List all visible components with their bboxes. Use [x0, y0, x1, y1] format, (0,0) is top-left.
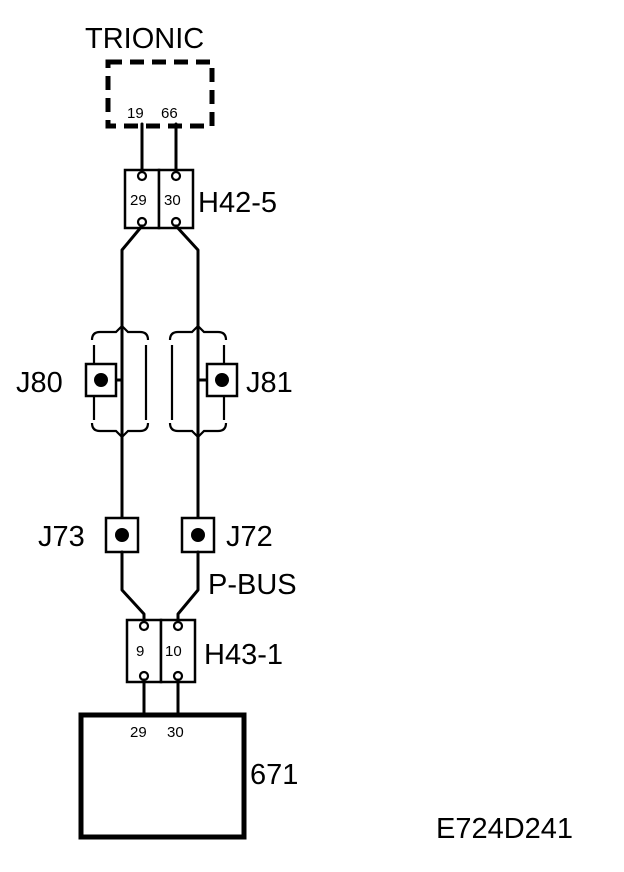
figure-code: E724D241: [436, 813, 573, 845]
trionic-pin-66: 66: [161, 105, 178, 122]
module-671-box: [78, 712, 247, 840]
module-pin-29: 29: [130, 724, 147, 741]
wire-j72-to-h43: [176, 550, 200, 626]
module-pin-30: 30: [167, 724, 184, 741]
h42-pin-30: 30: [164, 192, 181, 209]
h43-terminal: [172, 620, 184, 632]
wire-h42-30-right: [174, 224, 200, 337]
h43-terminal: [138, 620, 150, 632]
h42-pin-29: 29: [130, 192, 147, 209]
j80-node: [94, 373, 108, 387]
connector-h42-5: 29 30 H42-5: [123, 168, 277, 230]
j73-node: [115, 528, 129, 542]
j81-node: [215, 373, 229, 387]
wire-h42-29-left: [120, 224, 144, 337]
wire-j73-to-h43: [120, 550, 146, 626]
h43-label: H43-1: [204, 639, 283, 671]
trionic-ecu: TRIONIC 19 66: [85, 23, 215, 129]
j81-label: J81: [246, 367, 293, 399]
junction-j81: J81: [196, 362, 293, 399]
trionic-outline: [105, 59, 215, 129]
h43-pin-10: 10: [165, 643, 182, 660]
junction-j72: J72: [180, 516, 273, 554]
p-bus-label: P-BUS: [208, 569, 297, 601]
h42-terminal: [170, 170, 182, 182]
module-671: 29 30 671: [78, 712, 298, 840]
brace-bottom-left: [90, 422, 150, 439]
trionic-label: TRIONIC: [85, 23, 204, 55]
j73-label: J73: [38, 521, 85, 553]
junction-j73: J73: [38, 516, 140, 554]
j80-label: J80: [16, 367, 63, 399]
h42-label: H42-5: [198, 187, 277, 219]
connector-h43-1: 9 10 H43-1: [125, 618, 283, 684]
brace-top-left: [90, 324, 150, 341]
trionic-pin-19: 19: [127, 105, 144, 122]
junction-j80: J80: [16, 362, 124, 399]
j72-node: [191, 528, 205, 542]
j72-label: J72: [226, 521, 273, 553]
h43-pin-9: 9: [136, 643, 144, 660]
brace-top-right: [168, 324, 228, 341]
module-label: 671: [250, 759, 298, 791]
h42-terminal: [136, 170, 148, 182]
